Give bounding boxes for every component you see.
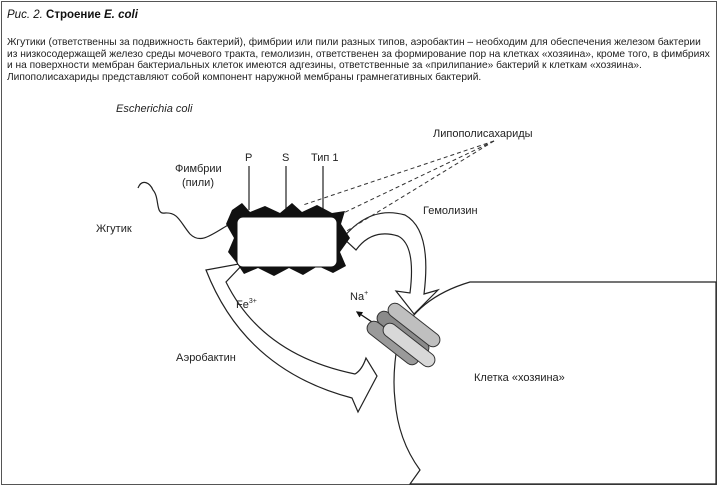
fimbria-type1-label: Тип 1 [311,152,339,164]
fimbria-p-label: P [245,152,252,164]
iron-label: Fe3+ [236,298,257,311]
figure-title: Рис. 2. Строение E. coli [7,9,138,21]
organism-label: Escherichia coli [116,103,193,115]
figure-label: Рис. 2. [7,9,43,21]
flagellum [137,181,229,240]
figure-title-text: Строение [46,9,101,21]
fimbriae-label-line1: Фимбрии [175,163,222,175]
hemolysin-label: Гемолизин [423,205,478,217]
sodium-label: Na+ [350,290,368,303]
membrane-pore [366,302,441,368]
lps-line-3 [344,140,495,233]
hemolysin-arrow [342,212,441,315]
fimbriae-label-line2: (пили) [182,177,214,189]
lps-line-1 [302,140,495,206]
figure-description: Жгутики (ответственны за подвижность бак… [7,37,710,83]
aerobactin-label: Аэробактин [176,352,236,364]
host-cell-label: Клетка «хозяина» [474,372,565,384]
flagellum-label: Жгутик [96,223,132,235]
figure-species: E. coli [104,9,138,21]
lps-label: Липополисахариды [433,128,533,140]
aerobactin-arrow [205,262,378,414]
bacterium-body [236,216,338,268]
fimbria-s-label: S [282,152,289,164]
lps-line-2 [334,140,495,218]
host-cell-shape [393,281,717,485]
